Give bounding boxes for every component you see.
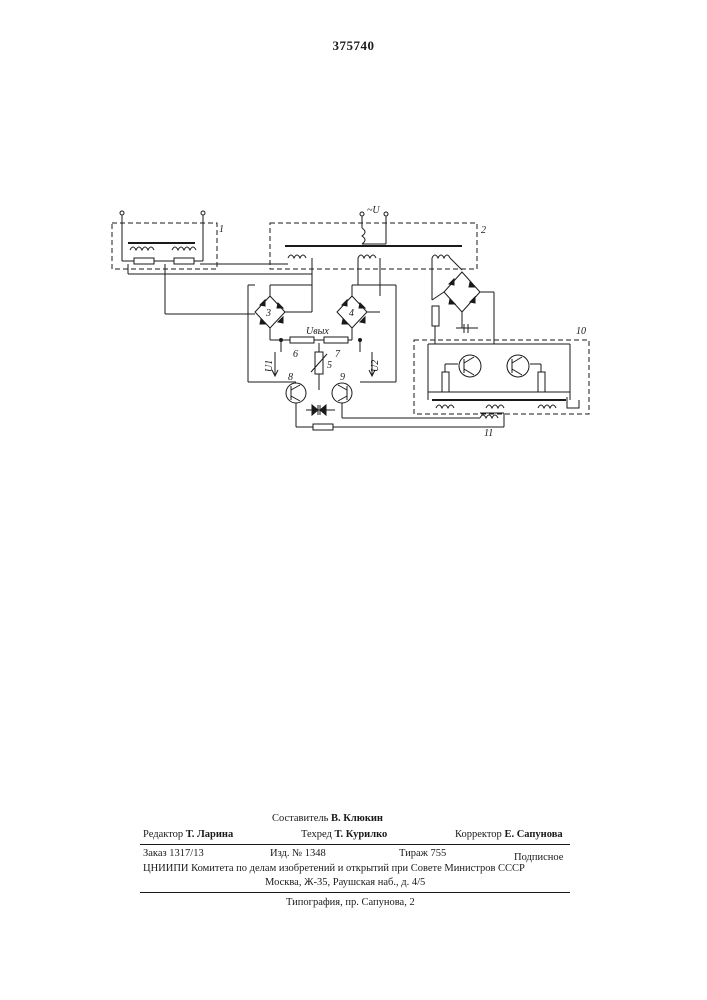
print-run: Тираж 755 [399, 847, 446, 860]
supply-terminal-a [360, 212, 364, 216]
label-block-10: 10 [576, 326, 586, 337]
compiler-name: В. Клюкин [331, 813, 383, 824]
resistor-10a [442, 372, 449, 392]
compiler-label: Составитель [272, 813, 328, 824]
rule-top [140, 844, 570, 845]
label-trans-8: 8 [288, 372, 293, 383]
institute: ЦНИИПИ Комитета по делам изобретений и о… [143, 862, 525, 875]
output-symbol [567, 397, 579, 408]
editor-line: Редактор Т. Ларина [143, 828, 233, 841]
coil-block1-a [130, 247, 154, 250]
label-res-6: 6 [293, 349, 298, 360]
compiler-line: Составитель В. Клюкин [272, 812, 383, 825]
resistor-right [432, 306, 439, 326]
techeditor-label: Техред [301, 829, 332, 840]
coil-primary [362, 228, 365, 244]
label-u2: U2 [370, 360, 381, 372]
transistor-8 [286, 383, 306, 403]
label-u1: U1 [264, 360, 275, 372]
coil-10b [538, 405, 556, 408]
circuit-diagram: 1 2 ~U 3 [0, 0, 707, 460]
coil-secondary-b [358, 255, 376, 258]
resistor-block1-a [134, 258, 154, 264]
rule-bottom [140, 892, 570, 893]
printing-house: Типография, пр. Сапунова, 2 [286, 896, 415, 909]
resistor-block1-b [174, 258, 194, 264]
resistor-10b [538, 372, 545, 392]
corrector-label: Корректор [455, 829, 502, 840]
transistor-9 [332, 383, 352, 403]
label-res-5: 5 [327, 360, 332, 371]
label-u-out: Uвых [306, 326, 329, 337]
transistor-10a [459, 355, 481, 377]
terminal-left [120, 211, 124, 215]
label-bridge-3: 3 [265, 308, 271, 319]
transistor-10b [507, 355, 529, 377]
resistor-7 [324, 337, 348, 343]
coil-secondary-a [288, 255, 306, 258]
order-number: Заказ 1317/13 [143, 847, 204, 860]
editor-name: Т. Ларина [186, 829, 233, 840]
corrector-line: Корректор Е. Сапунова [455, 828, 563, 841]
coil-block1-b [172, 247, 196, 250]
supply-terminal-b [384, 212, 388, 216]
techeditor-name: Т. Курилко [335, 829, 388, 840]
editor-label: Редактор [143, 829, 183, 840]
bridge-right [444, 272, 480, 312]
block-10-frame [414, 340, 589, 414]
coil-11 [480, 415, 498, 418]
edition-number: Изд. № 1348 [270, 847, 326, 860]
coil-secondary-c [432, 255, 450, 258]
address: Москва, Ж-35, Раушская наб., д. 4/5 [265, 876, 425, 889]
corrector-name: Е. Сапунова [504, 829, 562, 840]
label-trans-9: 9 [340, 372, 345, 383]
techeditor-line: Техред Т. Курилко [301, 828, 387, 841]
label-block-11: 11 [484, 428, 493, 439]
bridge-right-diodes [449, 279, 475, 304]
resistor-6 [290, 337, 314, 343]
terminal-right [201, 211, 205, 215]
coil-10c [486, 405, 504, 408]
label-res-7: 7 [335, 349, 341, 360]
block-1-frame [112, 223, 217, 269]
diode-a [312, 405, 318, 415]
label-bridge-4: 4 [349, 308, 354, 319]
diode-b [320, 405, 326, 415]
resistor-feedback [313, 424, 333, 430]
label-block-1: 1 [219, 224, 224, 235]
label-supply: ~U [367, 205, 380, 216]
label-block-2: 2 [481, 225, 486, 236]
coil-10a [436, 405, 454, 408]
